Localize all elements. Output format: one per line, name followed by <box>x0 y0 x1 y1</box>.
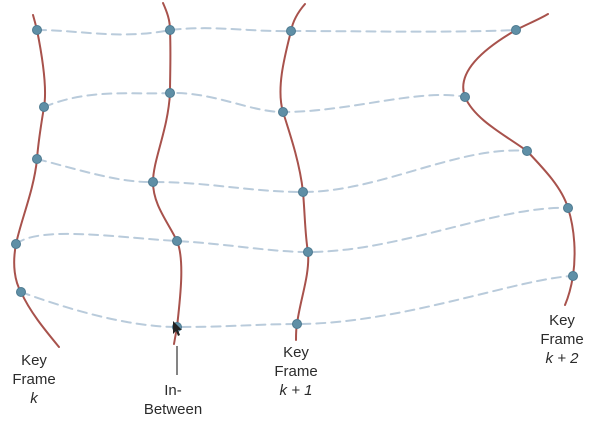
points-key-frame-k1 <box>278 26 313 329</box>
point <box>16 287 26 297</box>
curve-in-between <box>151 2 183 345</box>
label-line: Frame <box>12 371 56 388</box>
point <box>298 187 308 197</box>
point <box>563 203 573 213</box>
point <box>286 26 296 36</box>
guide-path-1 <box>36 27 517 36</box>
label-frame-index: k + 1 <box>279 382 313 399</box>
point <box>165 25 175 35</box>
points-key-frame-k <box>11 25 49 297</box>
guide-path-5 <box>20 275 574 329</box>
label-key-frame-k1: Key Frame k + 1 <box>264 343 328 400</box>
points-key-frame-k2 <box>460 25 578 281</box>
curve-key-frame-k1 <box>279 3 310 341</box>
label-line: Key <box>283 344 309 361</box>
point <box>511 25 521 35</box>
mouse-cursor-icon <box>173 321 182 336</box>
point <box>568 271 578 281</box>
point <box>460 92 470 102</box>
point <box>148 177 158 187</box>
curve-key-frame-k2 <box>462 13 576 306</box>
guide-path-4 <box>15 206 569 254</box>
label-line: Key <box>549 312 575 329</box>
label-in-between: In- Between <box>137 381 209 419</box>
label-line: Frame <box>274 363 318 380</box>
point <box>278 107 288 117</box>
point <box>303 247 313 257</box>
label-line: In- <box>164 382 182 399</box>
label-frame-index: k <box>30 390 38 407</box>
point <box>522 146 532 156</box>
point <box>32 25 42 35</box>
point <box>11 239 21 249</box>
label-key-frame-k: Key Frame k <box>4 351 64 408</box>
point <box>32 154 42 164</box>
label-line: Frame <box>540 331 584 348</box>
label-key-frame-k2: Key Frame k + 2 <box>530 311 593 368</box>
point <box>39 102 49 112</box>
point <box>165 88 175 98</box>
label-line: Key <box>21 352 47 369</box>
points-in-between <box>148 25 182 332</box>
guide-path-2 <box>43 91 466 114</box>
point <box>172 236 182 246</box>
guide-path-3 <box>36 149 528 194</box>
label-line: Between <box>143 401 203 418</box>
point <box>292 319 302 329</box>
label-frame-index: k + 2 <box>545 350 579 367</box>
